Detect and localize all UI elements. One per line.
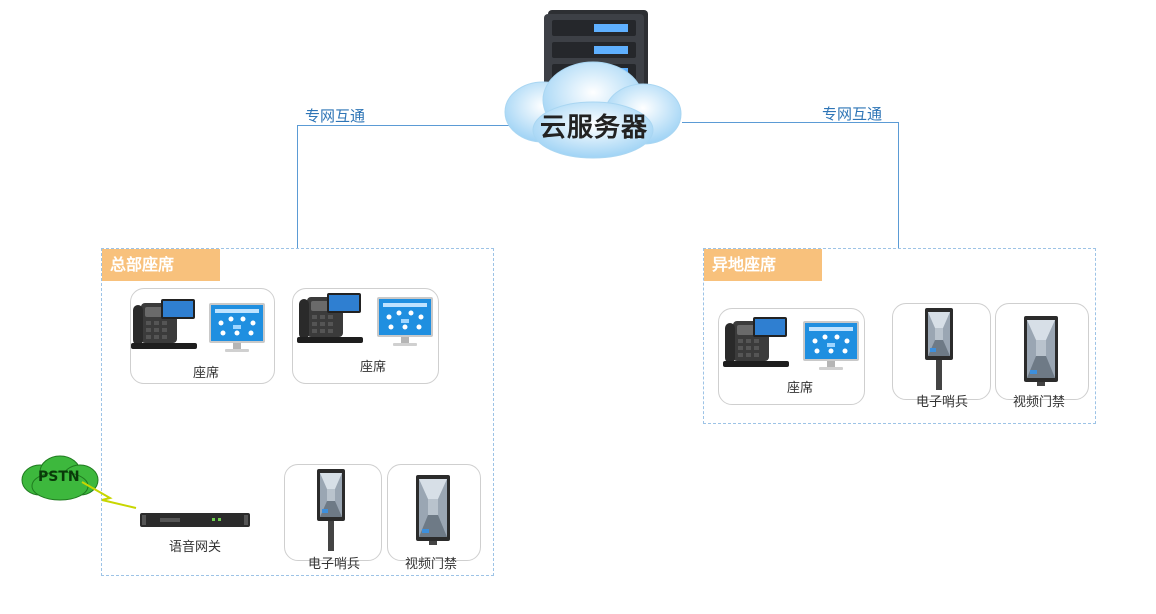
hq-seat-card-1[interactable]: 座席 xyxy=(130,288,275,384)
hq-seat-card-2[interactable]: 座席 xyxy=(292,288,439,384)
remote-access-label: 视频门禁 xyxy=(1013,395,1066,410)
left-link-vertical xyxy=(297,125,298,248)
cloud-icon xyxy=(504,61,682,159)
right-link-horizontal xyxy=(682,122,899,123)
hq-site-label: 总部座席 xyxy=(102,249,220,281)
remote-seat-label: 座席 xyxy=(787,381,814,396)
remote-access-card[interactable]: 视频门禁 xyxy=(995,303,1089,410)
hq-access-label: 视频门禁 xyxy=(405,557,458,572)
remote-sentry-label: 电子哨兵 xyxy=(916,395,969,410)
remote-sentry-card[interactable]: 电子哨兵 xyxy=(892,303,991,410)
electronic-sentry-icon xyxy=(317,469,345,551)
remote-site-label: 异地座席 xyxy=(704,249,822,281)
remote-site-panel: 异地座席 xyxy=(703,248,1096,424)
left-link-label: 专网互通 xyxy=(305,107,366,125)
pstn-cloud-icon xyxy=(21,455,99,501)
pstn-label: PSTN xyxy=(38,469,80,485)
monitor-icon xyxy=(377,297,433,346)
lightning-link-icon xyxy=(81,481,137,509)
ip-phone-icon xyxy=(131,299,197,349)
voice-gateway-label: 语音网关 xyxy=(169,540,222,555)
ip-phone-icon xyxy=(297,293,363,343)
monitor-icon xyxy=(803,321,859,370)
hq-seat-1-label: 座席 xyxy=(193,366,220,381)
hq-seat-2-label: 座席 xyxy=(360,360,387,375)
hq-access-card[interactable]: 视频门禁 xyxy=(387,464,481,572)
hq-sentry-label: 电子哨兵 xyxy=(308,557,361,572)
ip-phone-icon xyxy=(723,317,789,367)
electronic-sentry-icon xyxy=(925,308,953,390)
cloud-server-label: 云服务器 xyxy=(540,113,649,143)
right-link-label: 专网互通 xyxy=(822,105,883,123)
left-link-horizontal xyxy=(297,125,510,126)
monitor-icon xyxy=(209,303,265,352)
hq-site-panel: 总部座席 xyxy=(101,248,494,576)
voice-gateway-icon xyxy=(140,513,250,527)
remote-seat-card[interactable]: 座席 xyxy=(718,308,865,405)
video-access-icon xyxy=(1024,316,1058,386)
right-link-vertical xyxy=(898,122,899,248)
hq-sentry-card[interactable]: 电子哨兵 xyxy=(284,464,382,572)
video-access-icon xyxy=(416,475,450,545)
